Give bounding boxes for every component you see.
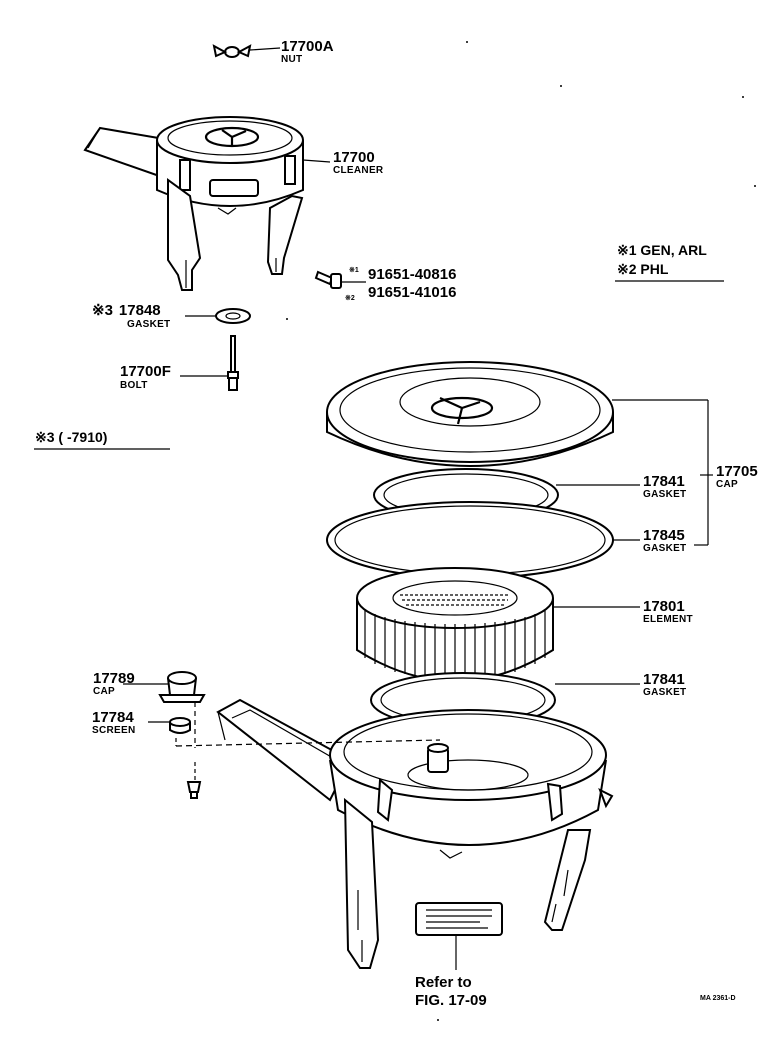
- element-part-number: 17801: [643, 598, 685, 615]
- reference-line-2: FIG. 17-09: [415, 992, 487, 1009]
- nut-part-number: 17700A: [281, 38, 334, 55]
- small-cap-part-name: CAP: [93, 686, 115, 697]
- cleaner-housing-drawing: [216, 698, 614, 970]
- cap-gasket2-part-number: 17845: [643, 527, 685, 544]
- screen-drawing: [148, 702, 441, 799]
- gasket-3-part-name: GASKET: [127, 319, 170, 330]
- cap-gasket-part-number: 17841: [643, 473, 685, 490]
- cap-gasket-part-name: GASKET: [643, 489, 686, 500]
- screw-1-part-number: 91651-40816: [368, 266, 456, 283]
- gasket-washer-drawing: [185, 308, 251, 324]
- screw-1-marker: ※1: [349, 266, 359, 274]
- cleaner-part-name: CLEANER: [333, 165, 384, 176]
- wing-nut-drawing: [212, 44, 281, 58]
- small-cap-part-number: 17789: [93, 670, 135, 687]
- figure-code: MA 2361-D: [700, 995, 736, 1002]
- cleaner-upper-drawing: [83, 116, 331, 291]
- reference-line-1: Refer to: [415, 974, 472, 991]
- lower-gasket-part-number: 17841: [643, 671, 685, 688]
- screw-2-part-number: 91651-41016: [368, 284, 456, 301]
- screw-drawing: [314, 270, 366, 289]
- element-part-name: ELEMENT: [643, 614, 693, 625]
- screen-part-name: SCREEN: [92, 725, 135, 736]
- scan-specks: [286, 41, 756, 1021]
- screen-part-number: 17784: [92, 709, 134, 726]
- screw-2-marker: ※2: [345, 294, 355, 302]
- filter-element-drawing: [356, 567, 554, 682]
- nut-part-name: NUT: [281, 54, 302, 65]
- large-gasket-ring-drawing: [326, 501, 614, 579]
- cap-assy-part-number: 17705: [716, 463, 758, 480]
- note-1: ※1 GEN, ARL: [617, 242, 707, 258]
- bolt-part-name: BOLT: [120, 380, 148, 391]
- cap-assy-part-name: CAP: [716, 479, 738, 490]
- note-2: ※2 PHL: [617, 261, 669, 277]
- note-3: ※3 ( -7910): [35, 429, 107, 445]
- bolt-drawing: [180, 335, 239, 391]
- cap-gasket2-part-name: GASKET: [643, 543, 686, 554]
- air-cleaner-lid-drawing: [326, 361, 614, 467]
- bolt-part-number: 17700F: [120, 363, 171, 380]
- small-cap-drawing: [123, 671, 206, 703]
- lower-gasket-part-name: GASKET: [643, 687, 686, 698]
- cleaner-part-number: 17700: [333, 149, 375, 166]
